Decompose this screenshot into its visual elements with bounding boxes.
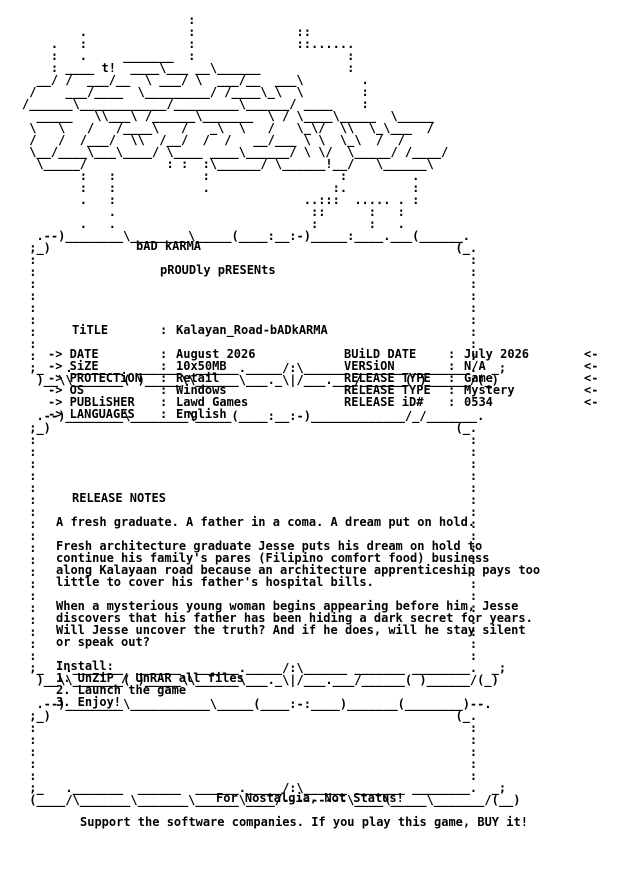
notes-paragraph-line: Will Jesse uncover the truth? And if he … [56, 623, 526, 637]
info-left-label: -> DATE [48, 347, 99, 361]
title-label: TiTLE [72, 323, 109, 337]
info-left-label: -> LANGUAGES [48, 407, 135, 421]
notes-paragraph-line: along Kalayaan road because an architect… [56, 563, 541, 577]
info-right-sep: : : : : : [448, 347, 456, 409]
info-right-value: Game [464, 371, 493, 385]
info-right-arrows: <- <- <- <- <- [584, 347, 599, 409]
info-left-value: Windows [176, 383, 227, 397]
info-right-value: N/A [464, 359, 486, 373]
notes-paragraph-line: Fresh architecture graduate Jesse puts h… [56, 539, 483, 553]
notes-paragraph-line: discovers that his father has been hidin… [56, 611, 533, 625]
info-right-label: BUiLD DATE [344, 347, 417, 361]
group-tagline: bAD kARMA [136, 239, 202, 253]
info-right-label: RELEASE TYPE [344, 371, 431, 385]
info-left-value: 10x50MB [176, 359, 227, 373]
ascii-art-frame: : . : :: . : : ::...... : . _______ : : … [22, 13, 521, 807]
install-step: 2. Launch the game [56, 683, 187, 697]
title-value: Kalayan_Road-bADkARMA [176, 323, 328, 337]
title-sep: : [160, 323, 168, 337]
info-right-value: July 2026 [464, 347, 530, 361]
install-step: 1. UnZiP / UnRAR all files [56, 671, 244, 685]
install-title: Install: [56, 659, 114, 673]
footer-support: Support the software companies. If you p… [80, 815, 528, 829]
info-left-value: English [176, 407, 227, 421]
info-right-value: 0534 [464, 395, 493, 409]
footer-motto: For Nostalgia, Not Status! [216, 791, 404, 805]
info-left-label: -> SiZE [48, 359, 99, 373]
presents-line: pROUDly pRESENts [160, 263, 276, 277]
notes-paragraph-line: continue his family's pares (Filipino co… [56, 551, 490, 565]
notes-tagline: A fresh graduate. A father in a coma. A … [56, 515, 476, 529]
info-right-label: VERSiON [344, 359, 395, 373]
notes-paragraph-line: or speak out? [56, 635, 150, 649]
install-step: 3. Enjoy! [56, 695, 122, 709]
info-right-value: Mystery [464, 383, 515, 397]
notes-heading: RELEASE NOTES [72, 491, 166, 505]
info-left-sep: : : : : : : [160, 347, 168, 421]
info-right-label: RELEASE iD# [344, 395, 424, 409]
notes-paragraph-line: When a mysterious young woman begins app… [56, 599, 519, 613]
info-left-label: -> OS [48, 383, 85, 397]
info-right-label: RELEASE TYPE [344, 383, 431, 397]
info-left-value: Retail [176, 371, 220, 385]
info-left-label: -> PROTECTiON [48, 371, 142, 385]
notes-paragraph-line: little to cover his father's hospital bi… [56, 575, 374, 589]
info-left-value: Lawd Games [176, 395, 249, 409]
info-left-value: August 2026 [176, 347, 256, 361]
info-left-label: -> PUBLiSHER [48, 395, 135, 409]
